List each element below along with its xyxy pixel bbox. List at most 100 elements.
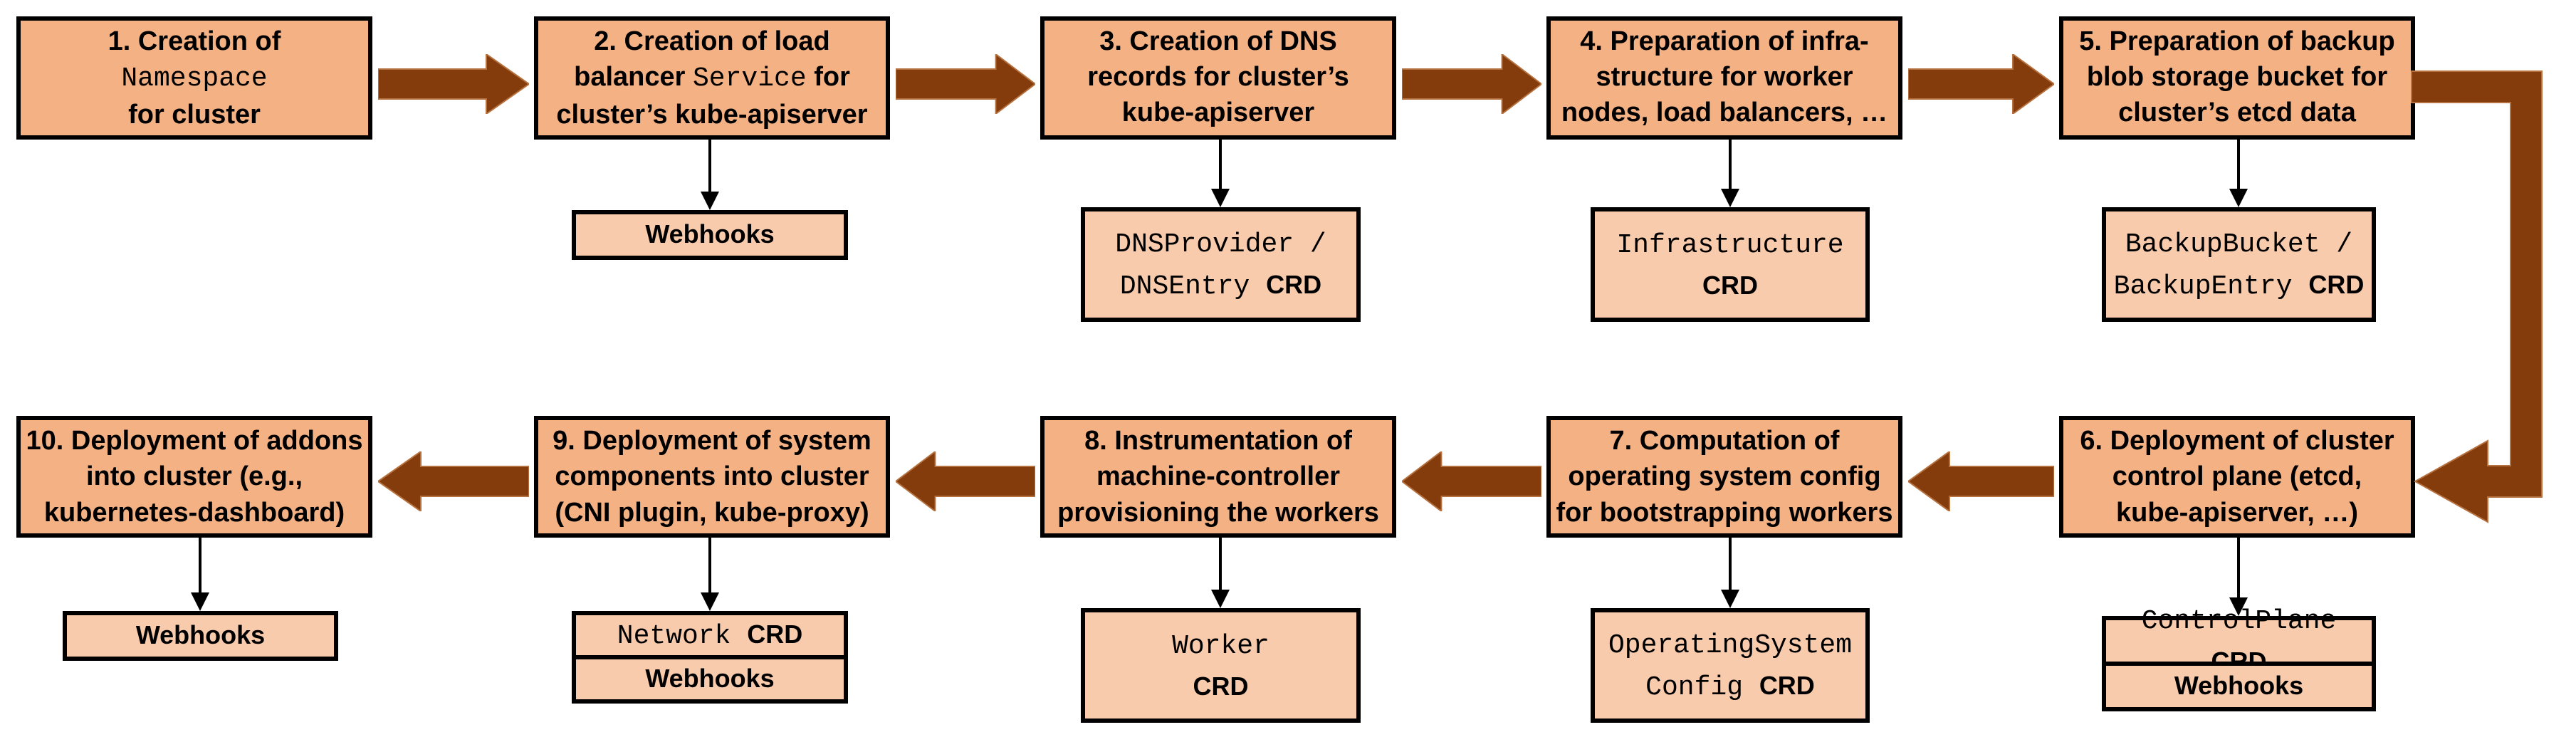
backup-crd-box: BackupBucket / BackupEntry CRD [2102, 207, 2376, 322]
label-part: 9. Deployment of system components into … [553, 426, 871, 528]
crd-name: DNSProvider / DNSEntry [1115, 229, 1326, 302]
webhooks-label: Webhooks [645, 659, 774, 701]
crd-name: Infrastructure [1616, 229, 1844, 261]
webhooks-box-step2: Webhooks [572, 210, 848, 260]
arrow-right-icon [378, 54, 529, 114]
crd-suffix: Webhooks [645, 663, 775, 693]
arrow-down-icon [2229, 597, 2248, 616]
step-10-label: 10. Deployment of addons into cluster (e… [26, 423, 363, 530]
crd-suffix: CRD [2308, 269, 2365, 299]
step-2-label: 2. Creation of load balancer Service for… [556, 23, 867, 132]
flow-arrow-step2-to-step3 [896, 54, 1035, 114]
step-7-label: 7. Computation of operating system confi… [1556, 423, 1893, 530]
label-part: 3. Creation of DNS records for cluster’s… [1087, 26, 1349, 128]
crd-suffix: Webhooks [2174, 670, 2304, 700]
crd-name: OperatingSystem Config [1608, 629, 1853, 703]
arrow-left-icon [1402, 451, 1541, 511]
arrow-down-icon [1721, 189, 1739, 207]
connector-line [199, 538, 201, 592]
crd-suffix: CRD [1193, 671, 1249, 701]
arrow-left-icon [378, 451, 529, 511]
step-8-label: 8. Instrumentation of machine-controller… [1057, 423, 1379, 530]
connector-step2-webhooks [701, 140, 719, 210]
label-part: for cluster [128, 100, 261, 130]
worker-crd-box: Worker CRD [1081, 608, 1361, 723]
worker-crd-label: Worker CRD [1172, 625, 1269, 707]
operatingsystemconfig-crd-box: OperatingSystem Config CRD [1591, 608, 1870, 723]
arrow-down-icon [701, 192, 719, 210]
infrastructure-crd-box: Infrastructure CRD [1591, 207, 1870, 322]
inline-code: Service [693, 63, 807, 94]
label-part: 4. Preparation of infra- structure for w… [1561, 26, 1888, 128]
arrow-down-icon [1721, 590, 1739, 608]
step-2-box: 2. Creation of load balancer Service for… [534, 16, 890, 140]
connector-step3-crd [1211, 140, 1230, 207]
connector-step10-webhooks [191, 538, 209, 611]
flow-arrow-step9-to-step10 [378, 451, 529, 511]
backup-crd-label: BackupBucket / BackupEntry CRD [2114, 223, 2365, 307]
arrow-down-icon [191, 592, 209, 611]
step-6-label: 6. Deployment of cluster control plane (… [2080, 423, 2394, 530]
connector-step9-crd [701, 538, 719, 611]
step-6-box: 6. Deployment of cluster control plane (… [2059, 416, 2415, 538]
webhooks-label: Webhooks [136, 615, 265, 657]
crd-name: BackupBucket / BackupEntry [2113, 229, 2353, 302]
connector-step5-crd [2229, 140, 2248, 207]
connector-step4-crd [1721, 140, 1739, 207]
crd-suffix: CRD [1759, 670, 1815, 700]
crd-suffix: CRD [1266, 269, 1322, 299]
step-1-label: 1. Creation of Namespace for cluster [108, 23, 281, 132]
connector-step8-crd [1211, 538, 1230, 608]
arrow-right-icon [1402, 54, 1541, 114]
crd-name: ControlPlane [2141, 606, 2337, 637]
dns-crd-label: DNSProvider / DNSEntry CRD [1115, 223, 1326, 307]
flow-arrow-step8-to-step9 [896, 451, 1035, 511]
flow-arrow-step1-to-step2 [378, 54, 529, 114]
dns-crd-box: DNSProvider / DNSEntry CRD [1081, 207, 1361, 322]
crd-name: Network [617, 620, 748, 652]
step-8-box: 8. Instrumentation of machine-controller… [1040, 416, 1396, 538]
step-3-box: 3. Creation of DNS records for cluster’s… [1040, 16, 1396, 140]
step-9-label: 9. Deployment of system components into … [553, 423, 871, 530]
arrow-down-icon [701, 592, 719, 611]
flow-arrow-step7-to-step8 [1402, 451, 1541, 511]
connector-line [2237, 538, 2240, 597]
connector-step6-crd [2229, 538, 2248, 616]
webhooks-label: Webhooks [645, 214, 774, 256]
label-part: 1. Creation of [108, 26, 281, 56]
arrow-left-icon [1908, 451, 2054, 511]
arrow-right-icon [896, 54, 1035, 114]
crd-suffix: CRD [747, 619, 803, 649]
network-crd-box: Network CRD [572, 611, 848, 659]
flow-arrow-step6-to-step7 [1908, 451, 2054, 511]
connector-line [1729, 538, 1732, 590]
label-part: for cluster’s kube-apiserver [556, 61, 868, 130]
crd-suffix: Webhooks [135, 620, 266, 649]
step-7-box: 7. Computation of operating system confi… [1546, 416, 1902, 538]
crd-suffix: CRD [1702, 270, 1758, 300]
operatingsystemconfig-crd-label: OperatingSystem Config CRD [1608, 624, 1852, 708]
crd-suffix: Webhooks [645, 219, 775, 249]
step-3-label: 3. Creation of DNS records for cluster’s… [1087, 23, 1349, 132]
arrow-down-icon [1211, 189, 1230, 207]
step-4-label: 4. Preparation of infra- structure for w… [1561, 23, 1888, 132]
label-part: 6. Deployment of cluster control plane (… [2080, 426, 2394, 528]
label-part: 5. Preparation of backup blob storage bu… [2079, 26, 2395, 128]
connector-line [1729, 140, 1732, 189]
crd-name: Worker [1172, 630, 1269, 662]
arrow-down-icon [2229, 189, 2248, 207]
label-part: 7. Computation of operating system confi… [1556, 426, 1893, 528]
flow-arrow-step4-to-step5 [1908, 54, 2054, 114]
arrow-right-icon [1908, 54, 2054, 114]
connector-line [2237, 140, 2240, 189]
label-part: 2. Creation of load balancer [574, 26, 830, 92]
webhooks-box-step9: Webhooks [572, 655, 848, 704]
elbow-arrow-icon [2411, 70, 2543, 523]
flow-arrow-step3-to-step4 [1402, 54, 1541, 114]
label-part: 8. Instrumentation of machine-controller… [1057, 426, 1379, 528]
step-10-box: 10. Deployment of addons into cluster (e… [16, 416, 372, 538]
flow-arrow-step5-to-step6 [2408, 56, 2550, 540]
step-5-box: 5. Preparation of backup blob storage bu… [2059, 16, 2415, 140]
connector-step7-crd [1721, 538, 1739, 608]
controlplane-crd-box: ControlPlane CRD [2102, 606, 2376, 676]
